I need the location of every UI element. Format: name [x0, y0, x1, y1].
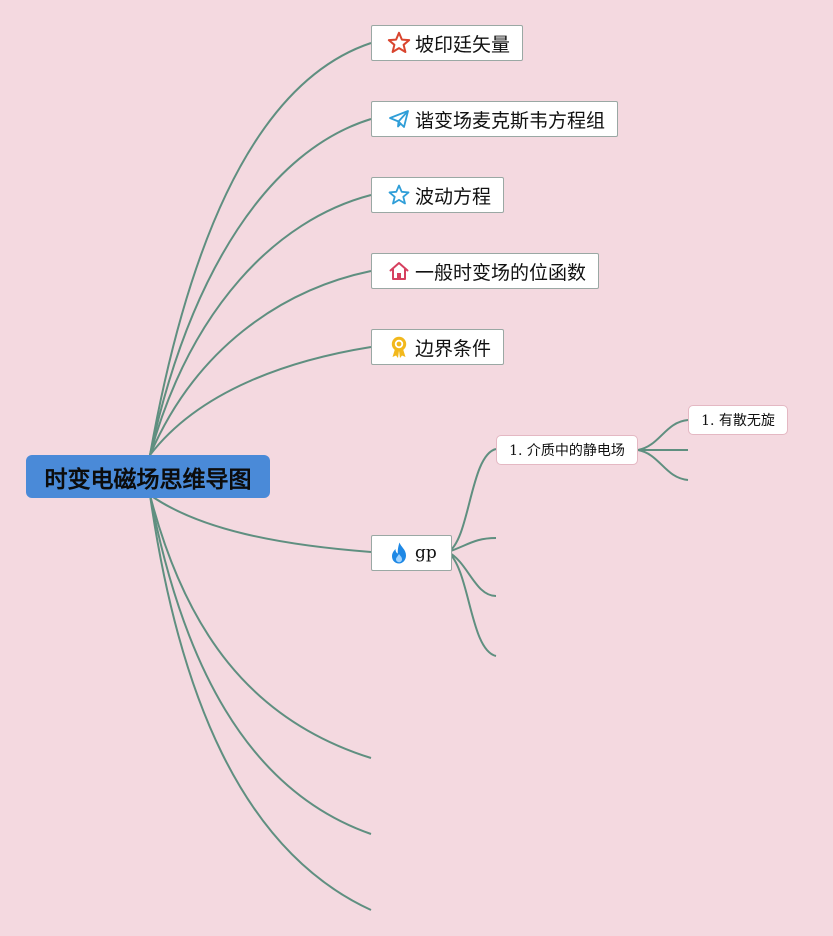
branch-label: 谐变场麦克斯韦方程组	[415, 109, 606, 132]
paper-plane-icon	[387, 107, 411, 131]
link-child-to-empty-3	[637, 449, 689, 481]
root-node[interactable]: 时变电磁场思维导图	[26, 455, 270, 498]
branch-node-maxwell[interactable]: 谐变场麦克斯韦方程组	[371, 101, 619, 137]
branch-label: 一般时变场的位函数	[415, 261, 587, 284]
sub-node-label: 1. 有散无旋	[701, 413, 775, 429]
link-gp-to-child-1	[447, 448, 497, 553]
star-outline-red-icon	[387, 31, 411, 55]
branch-label: 坡印廷矢量	[415, 33, 511, 56]
branch-node-boundary-conditions[interactable]: 边界条件	[371, 329, 505, 365]
sub-node-divergent-irrotational[interactable]: 1. 有散无旋	[688, 405, 788, 435]
branch-node-wave-equation[interactable]: 波动方程	[371, 177, 505, 213]
branch-node-gp[interactable]: gp	[371, 535, 452, 571]
sub-node-electrostatics[interactable]: 1. 介质中的静电场	[496, 435, 638, 465]
home-icon	[387, 259, 411, 283]
branch-label: gp	[415, 543, 437, 563]
link-root-to-empty-8	[149, 494, 372, 835]
branch-node-poynting[interactable]: 坡印廷矢量	[371, 25, 524, 61]
branch-label: 波动方程	[415, 185, 492, 208]
root-node-label: 时变电磁场思维导图	[44, 466, 252, 493]
link-gp-to-empty-4	[447, 551, 497, 657]
link-root-to-branch-6	[149, 494, 372, 553]
link-root-to-branch-4	[149, 270, 372, 456]
link-root-to-empty-9	[149, 494, 372, 911]
link-gp-to-empty-2	[447, 537, 497, 553]
link-root-to-branch-5	[149, 346, 372, 456]
link-child-to-grandchild-1	[637, 419, 689, 451]
award-ribbon-icon	[387, 335, 411, 359]
flame-icon	[387, 541, 411, 565]
link-root-to-branch-2	[149, 118, 372, 456]
star-outline-blue-icon	[387, 183, 411, 207]
link-root-to-branch-1	[149, 42, 372, 456]
sub-node-label: 1. 介质中的静电场	[509, 443, 625, 459]
link-root-to-branch-3	[149, 194, 372, 456]
branch-label: 边界条件	[415, 337, 492, 360]
link-root-to-empty-7	[149, 494, 372, 759]
link-gp-to-empty-3	[447, 551, 497, 597]
branch-node-potential-functions[interactable]: 一般时变场的位函数	[371, 253, 600, 289]
